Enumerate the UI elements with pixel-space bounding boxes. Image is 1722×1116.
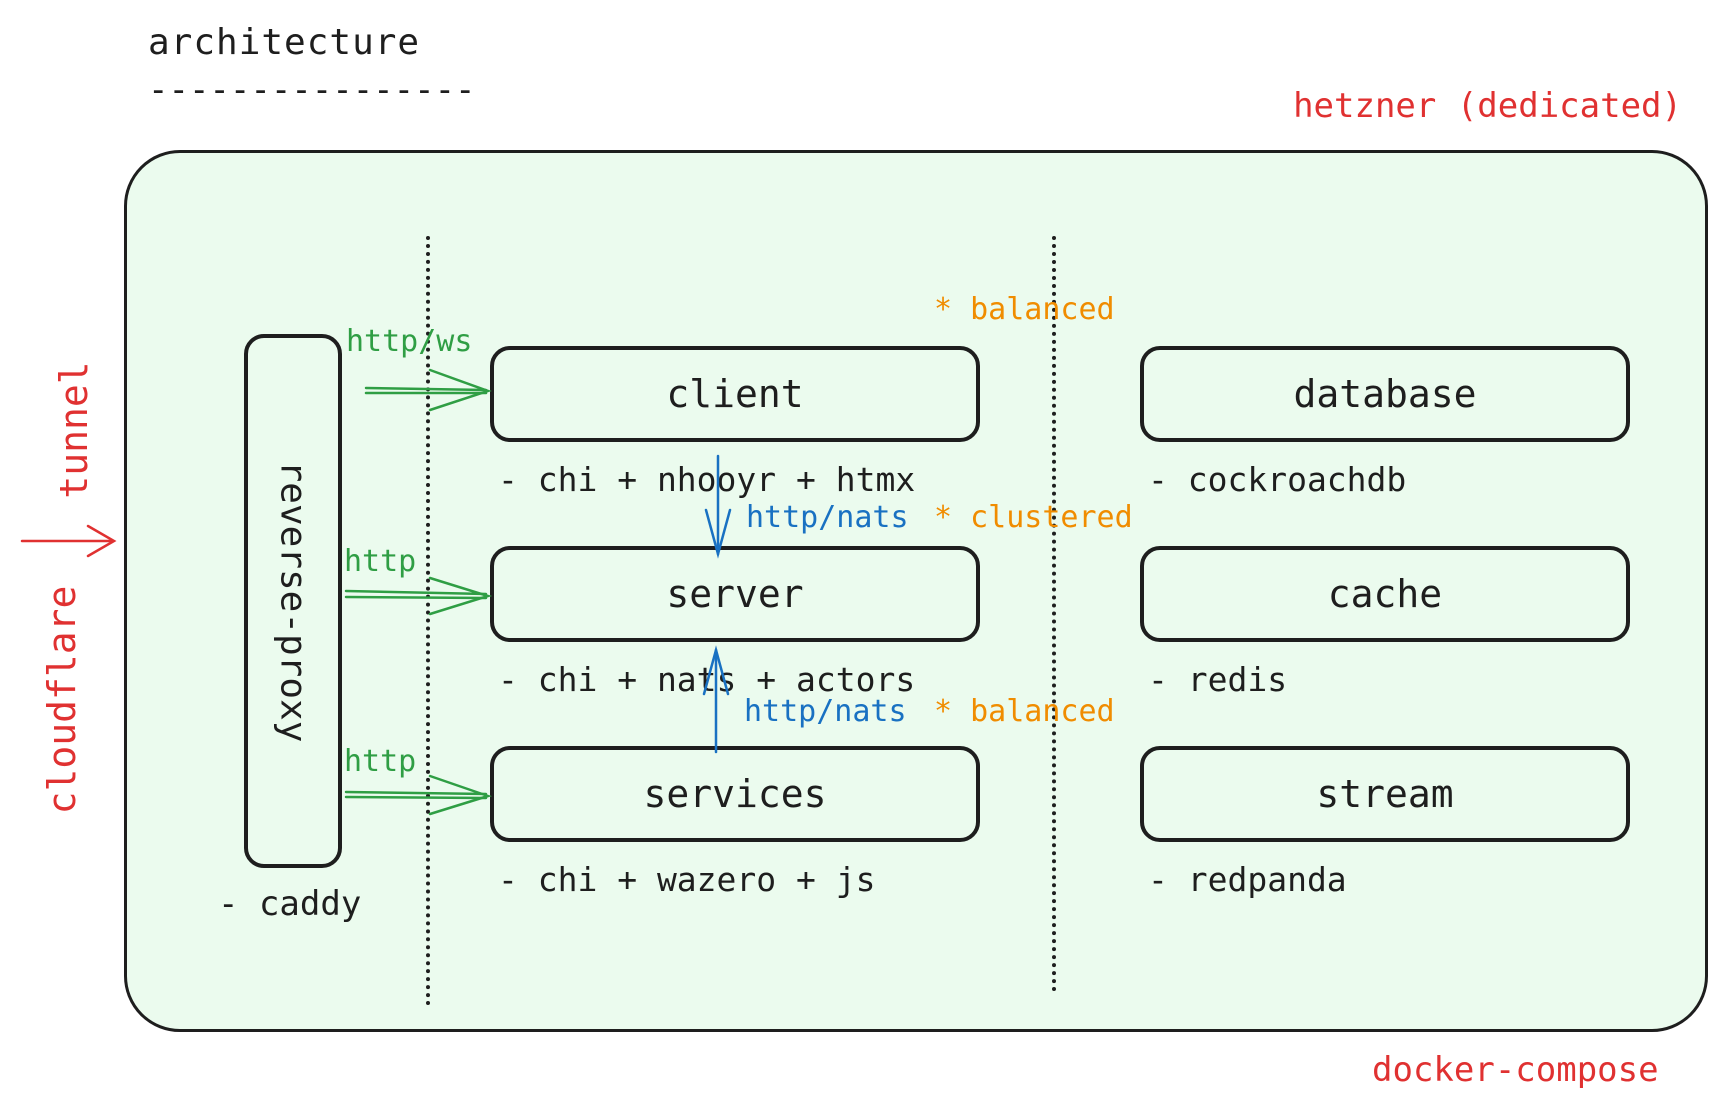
arrow-tunnel (20, 524, 117, 558)
tier-separator-left (426, 236, 430, 1006)
client-label: client (666, 372, 804, 416)
services-label: services (643, 772, 827, 816)
edge-label-proxy-services: http (344, 744, 417, 779)
stream-note: - redpanda (1148, 860, 1347, 899)
edge-label-client-server: http/nats (746, 500, 909, 535)
server-box: server (490, 546, 980, 642)
services-tag: * balanced (934, 694, 1115, 729)
server-note: - chi + nats + actors (498, 660, 916, 699)
cache-note: - redis (1148, 660, 1288, 699)
client-tag: * balanced (934, 292, 1115, 327)
database-note: - cockroachdb (1148, 460, 1407, 499)
client-box: client (490, 346, 980, 442)
server-tag: * clustered (934, 500, 1133, 535)
tier-separator-right (1052, 236, 1056, 992)
diagram-title: architecture (148, 22, 421, 63)
reverse-proxy-note: - caddy (218, 884, 362, 924)
arrow-proxy-server (344, 576, 493, 616)
reverse-proxy-box: reverse-proxy (244, 334, 342, 868)
edge-label-proxy-server: http (344, 544, 417, 579)
title-underline: ---------------- (148, 70, 476, 110)
database-label: database (1293, 372, 1477, 416)
edge-label-services-server: http/nats (744, 694, 907, 729)
cache-label: cache (1327, 572, 1443, 616)
client-note: - chi + nhooyr + htmx (498, 460, 916, 499)
stream-label: stream (1316, 772, 1454, 816)
cache-box: cache (1140, 546, 1630, 642)
arrow-services-server (702, 645, 730, 754)
arrow-proxy-client (364, 368, 492, 412)
services-note: - chi + wazero + js (498, 860, 876, 899)
services-box: services (490, 746, 980, 842)
edge-label-proxy-client: http/ws (346, 324, 473, 359)
host-label: hetzner (dedicated) (1293, 86, 1682, 126)
arrow-proxy-services (344, 774, 493, 816)
database-box: database (1140, 346, 1630, 442)
stream-box: stream (1140, 746, 1630, 842)
arrow-client-server (704, 454, 732, 559)
server-label: server (666, 572, 804, 616)
compose-label: docker-compose (1372, 1050, 1659, 1090)
